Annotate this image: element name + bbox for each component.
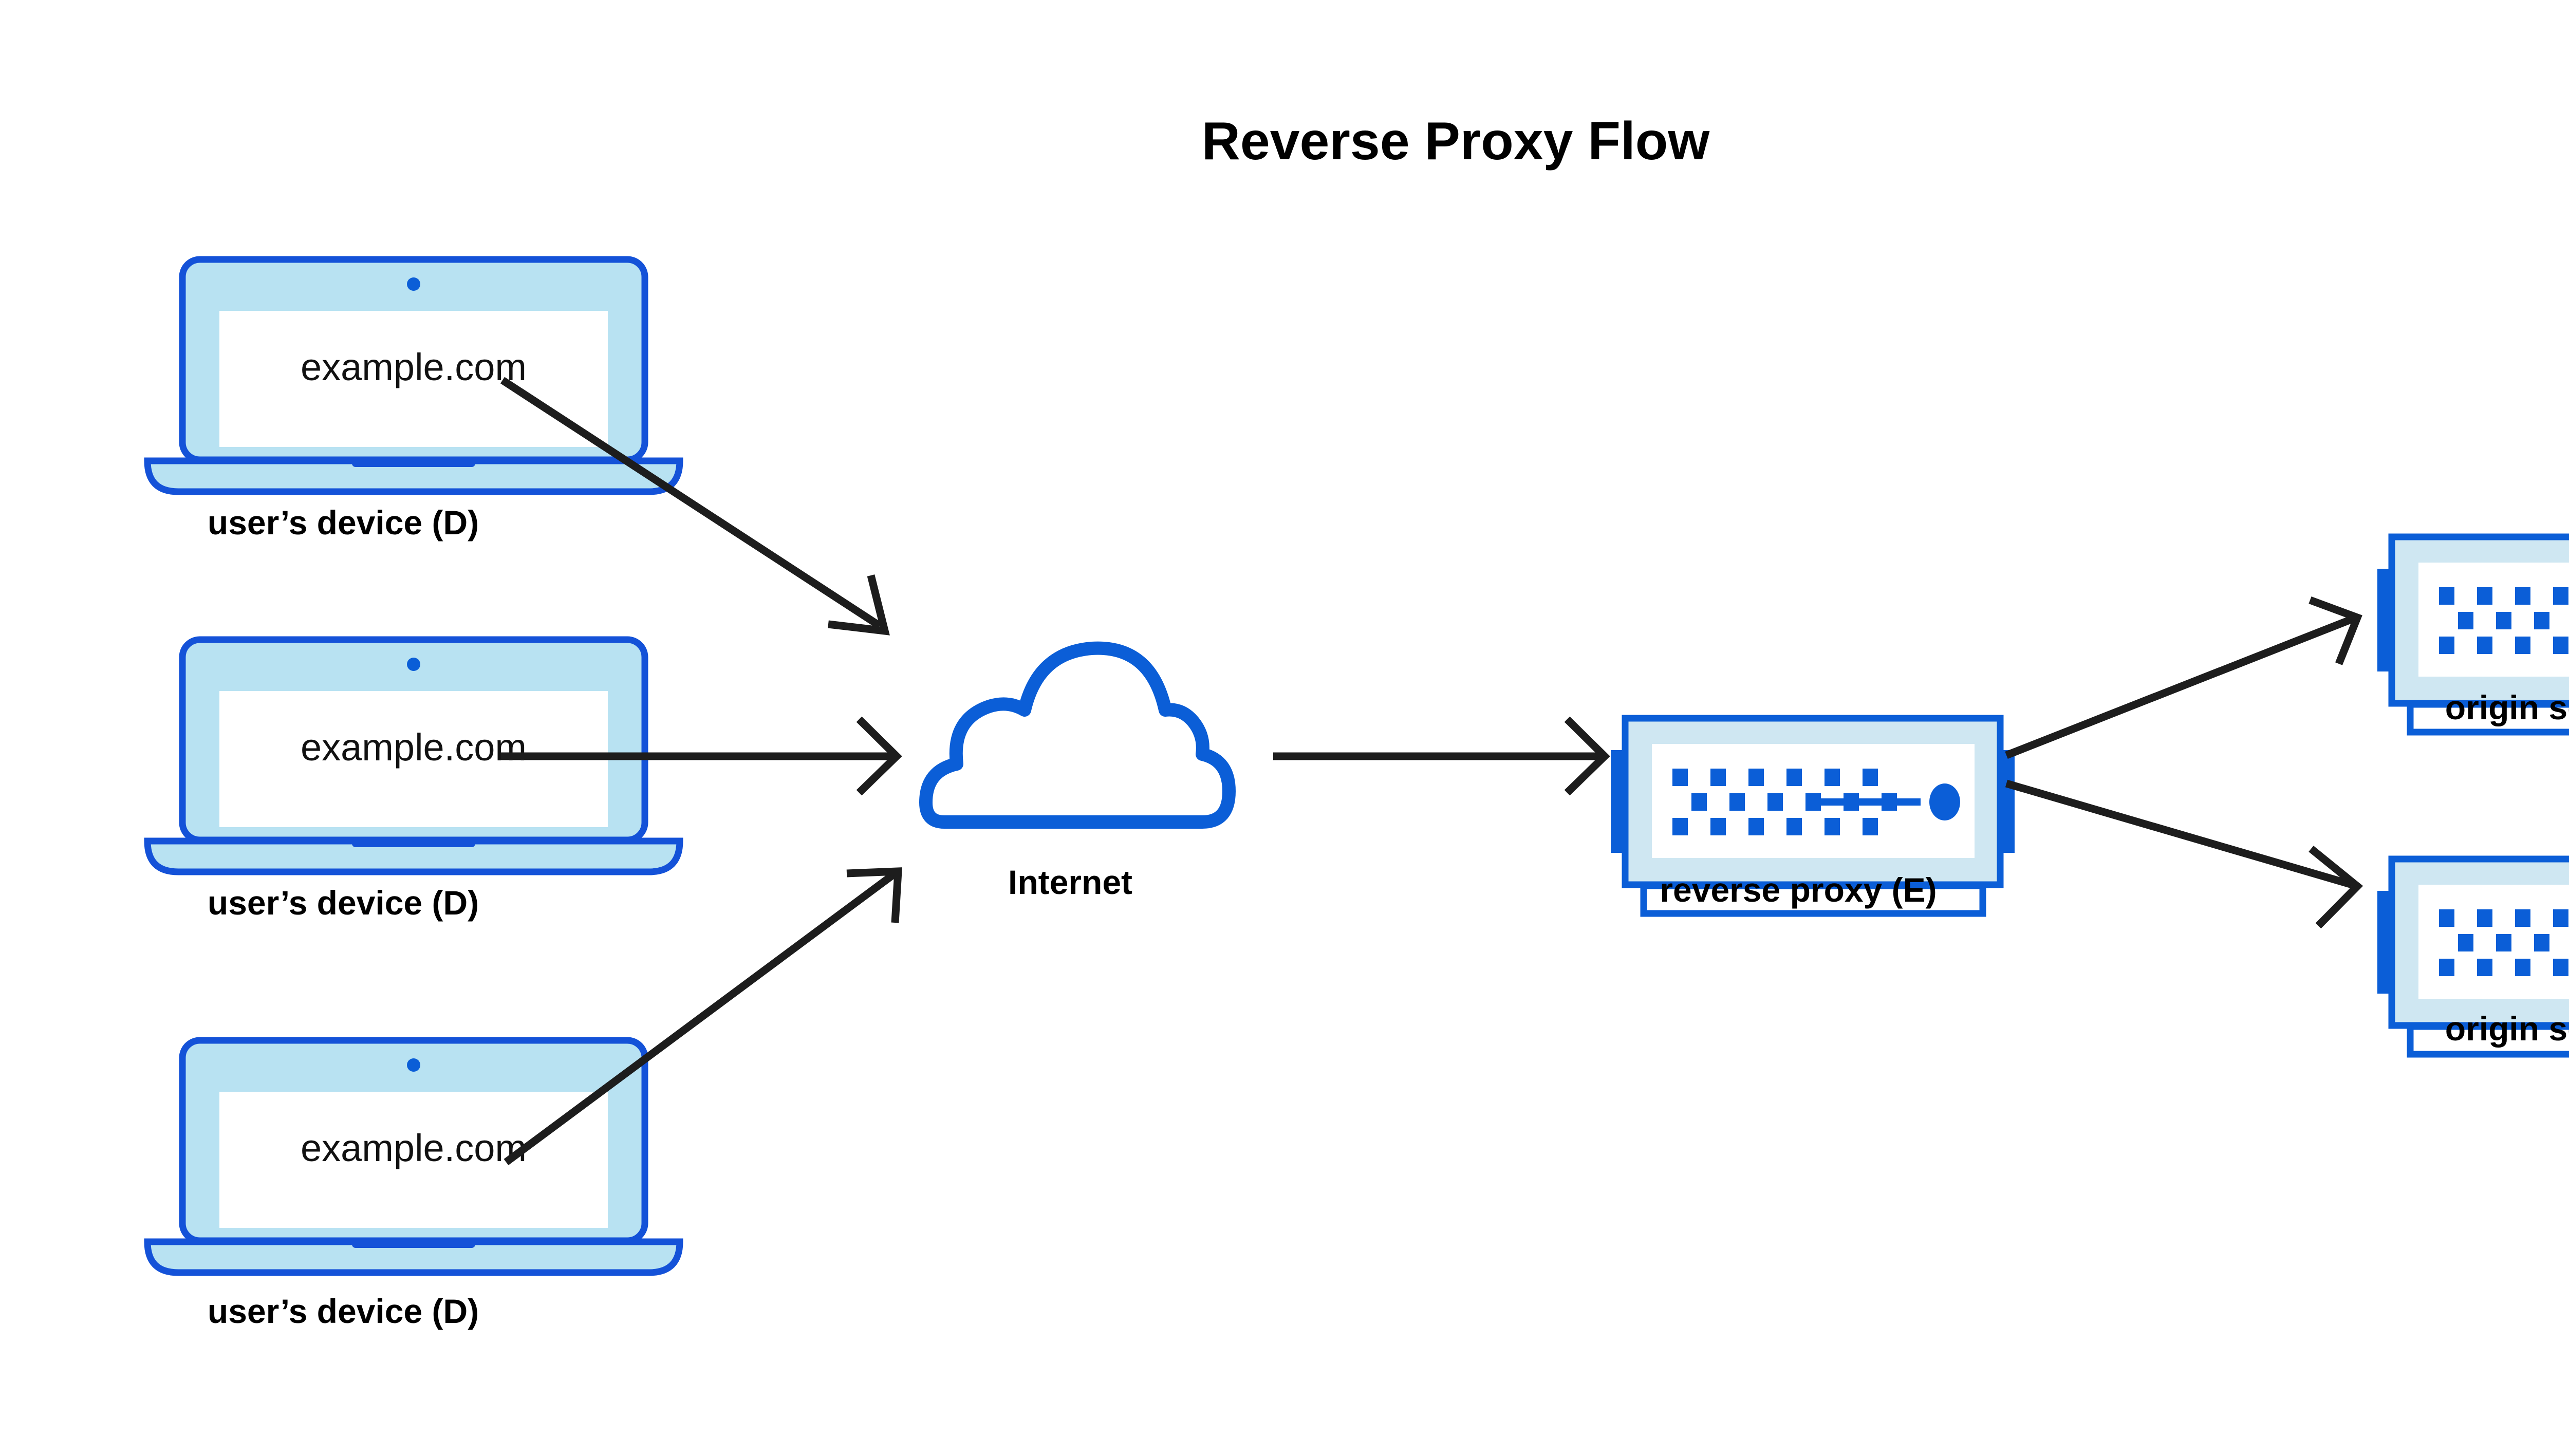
edge-internet-to-proxy: [1273, 716, 1610, 796]
origin-bottom-label: origin server (F): [2445, 1010, 2569, 1048]
origin-bottom[interactable]: origin server (F): [2377, 859, 2569, 1054]
origin-top[interactable]: origin server (F): [2377, 537, 2569, 732]
edge-device-bottom-to-internet: [504, 867, 902, 1166]
edge-device-top-to-internet: [500, 377, 890, 636]
device-middle-label: user’s device (D): [208, 884, 479, 922]
internet-cloud[interactable]: Internet: [919, 641, 1236, 901]
device-bottom-label: user’s device (D): [208, 1292, 479, 1330]
page-title: Reverse Proxy Flow: [1202, 111, 1710, 171]
edge-device-middle-to-internet: [501, 716, 902, 796]
reverse-proxy-label: reverse proxy (E): [1660, 871, 1937, 909]
internet-label: Internet: [1008, 863, 1132, 901]
device-screen-text: example.com: [301, 346, 527, 388]
device-screen-text: example.com: [301, 726, 527, 769]
device-top-label: user’s device (D): [208, 503, 479, 542]
device-bottom[interactable]: example.com user’s device (D): [147, 1040, 680, 1330]
reverse-proxy[interactable]: reverse proxy (E): [1611, 718, 2015, 913]
cloud-icon: [919, 641, 1236, 829]
edge-proxy-to-origin-top: [2005, 596, 2362, 759]
device-screen-text: example.com: [301, 1127, 527, 1169]
edge-proxy-to-origin-bottom: [2005, 779, 2363, 929]
origin-top-label: origin server (F): [2445, 688, 2569, 726]
device-top[interactable]: example.com user’s device (D): [147, 259, 680, 542]
device-middle[interactable]: example.com user’s device (D): [147, 640, 680, 922]
